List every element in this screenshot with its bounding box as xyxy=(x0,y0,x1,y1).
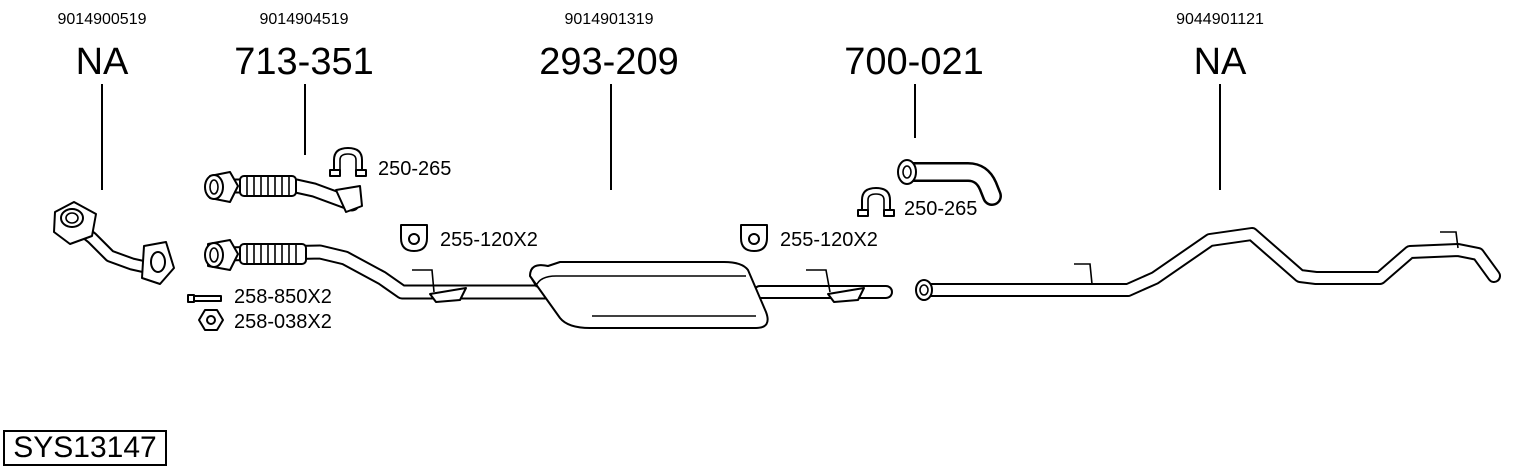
system-code-label: SYS13147 xyxy=(13,431,157,464)
accessory-label-hanger-2: 255-120X2 xyxy=(780,229,878,251)
accessory-label-clamp-2: 250-265 xyxy=(904,198,977,220)
intermediate-pipe-part[interactable] xyxy=(204,239,554,303)
clamp-icon xyxy=(857,187,895,217)
oe-number-5: 9044901121 xyxy=(1176,11,1264,28)
part-number-4[interactable]: 700-021 xyxy=(844,41,983,83)
accessory-label-bolt: 258-850X2 xyxy=(234,286,332,308)
rubber-hanger-icon xyxy=(400,224,428,252)
oe-number-1: 9014900519 xyxy=(58,11,147,28)
flex-pipe-part[interactable] xyxy=(204,171,363,213)
system-code-box: SYS13147 xyxy=(3,430,167,466)
front-pipe-part[interactable] xyxy=(53,201,175,285)
oe-number-2: 9014904519 xyxy=(260,11,349,28)
part-number-3[interactable]: 293-209 xyxy=(539,41,678,83)
clamp-icon xyxy=(329,147,367,177)
part-number-1[interactable]: NA xyxy=(76,41,129,83)
part-number-5[interactable]: NA xyxy=(1194,41,1247,83)
accessory-label-hanger-1: 255-120X2 xyxy=(440,229,538,251)
bolt-icon xyxy=(187,294,222,303)
rubber-hanger-icon xyxy=(740,224,768,252)
part-number-2[interactable]: 713-351 xyxy=(234,41,373,83)
accessory-label-nut: 258-038X2 xyxy=(234,311,332,333)
accessory-label-clamp-1: 250-265 xyxy=(378,158,451,180)
oe-number-3: 9014901319 xyxy=(565,11,654,28)
nut-icon xyxy=(198,309,224,331)
rear-silencer-part[interactable] xyxy=(529,261,893,329)
tail-pipe-part[interactable] xyxy=(897,159,1002,206)
rear-pipe-part[interactable] xyxy=(915,227,1501,301)
